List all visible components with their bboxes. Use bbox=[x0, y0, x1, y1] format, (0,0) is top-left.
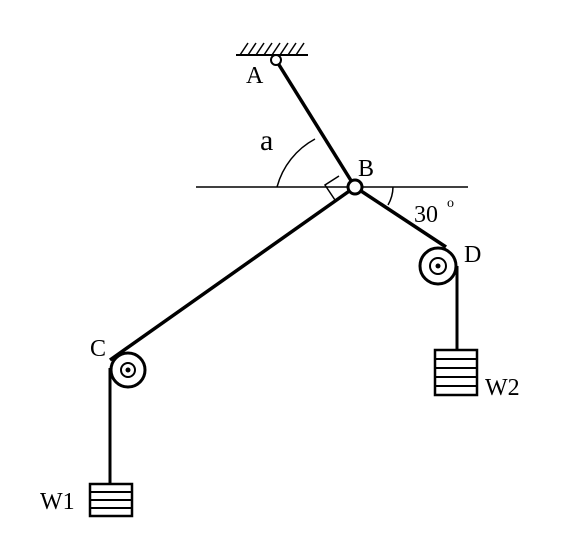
pulley-d bbox=[418, 246, 458, 286]
label-w2: W2 bbox=[485, 375, 520, 401]
label-c: C bbox=[90, 336, 106, 362]
angle-a-arc bbox=[276, 138, 316, 188]
label-degree: o bbox=[447, 196, 454, 211]
weight-w2 bbox=[433, 348, 479, 397]
label-d: D bbox=[464, 242, 481, 268]
rod-bc bbox=[108, 185, 357, 362]
label-w1: W1 bbox=[40, 489, 75, 515]
weight-w1 bbox=[88, 482, 134, 518]
label-angle-30: 30 bbox=[414, 202, 438, 228]
rod-bd bbox=[354, 185, 447, 249]
label-a: A bbox=[246, 63, 264, 89]
pulley-c bbox=[109, 351, 147, 389]
rod-ab bbox=[274, 59, 357, 188]
pin-b bbox=[346, 178, 364, 196]
pin-a bbox=[270, 54, 282, 66]
label-b: B bbox=[358, 156, 374, 182]
angle-30-arc bbox=[387, 186, 394, 206]
label-angle-a: a bbox=[260, 124, 273, 157]
ceiling-support bbox=[236, 42, 308, 56]
right-angle-marker bbox=[323, 175, 340, 201]
